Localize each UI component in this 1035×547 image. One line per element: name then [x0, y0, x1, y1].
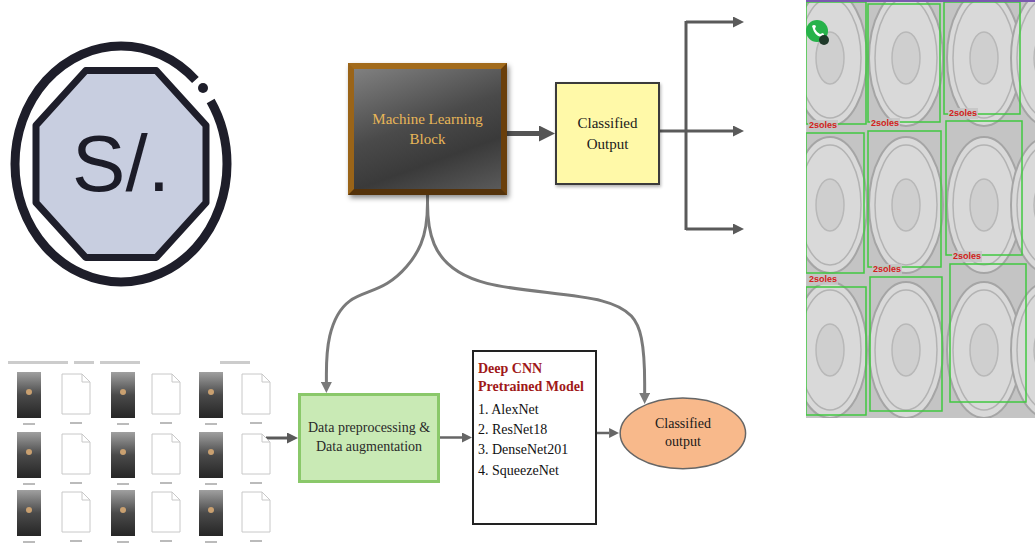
model-name: 2. ResNet18 — [478, 421, 547, 439]
process-box: Machine Learning Block — [348, 63, 507, 195]
ellipse-outline — [619, 397, 747, 470]
connector-arrow — [326, 195, 427, 382]
split-arrows — [658, 21, 733, 230]
connector-arrow — [440, 436, 462, 439]
class-label: 2soles — [952, 251, 982, 262]
node-text: Classified output — [640, 415, 726, 451]
model-name: 1. AlexNet — [478, 401, 539, 419]
output-ellipse: Classified output — [619, 397, 747, 470]
class-label: 2soles — [948, 108, 978, 119]
class-label: 2soles — [872, 264, 902, 275]
class-label: 2soles — [870, 118, 900, 129]
currency-icon: S/. — [8, 40, 234, 288]
model-name: 3. DenseNet201 — [478, 441, 568, 459]
class-label: 2soles — [808, 120, 838, 131]
input-arrow — [266, 437, 287, 440]
dataset-thumbnails — [8, 361, 270, 543]
node-text: Data preprocessing & Data augmentation — [307, 419, 431, 457]
class-label: 2soles — [808, 274, 838, 285]
output-box: Classified Output — [555, 82, 660, 185]
coin-photo — [806, 0, 1035, 418]
node-text: Classified Output — [565, 113, 650, 154]
model-name: 4. SqueezeNet — [478, 462, 559, 480]
connector-arrow — [507, 131, 539, 136]
node-text: Machine Learning Block — [364, 109, 491, 150]
model-box: Deep CNN Pretrained Model 1. AlexNet 2. Re… — [472, 350, 597, 525]
model-heading: Deep CNN Pretrained Model — [478, 360, 591, 395]
connector-arrow — [597, 432, 609, 435]
process-box: Data preprocessing & Data augmentation — [298, 393, 440, 483]
node-text: S/. — [72, 124, 170, 204]
